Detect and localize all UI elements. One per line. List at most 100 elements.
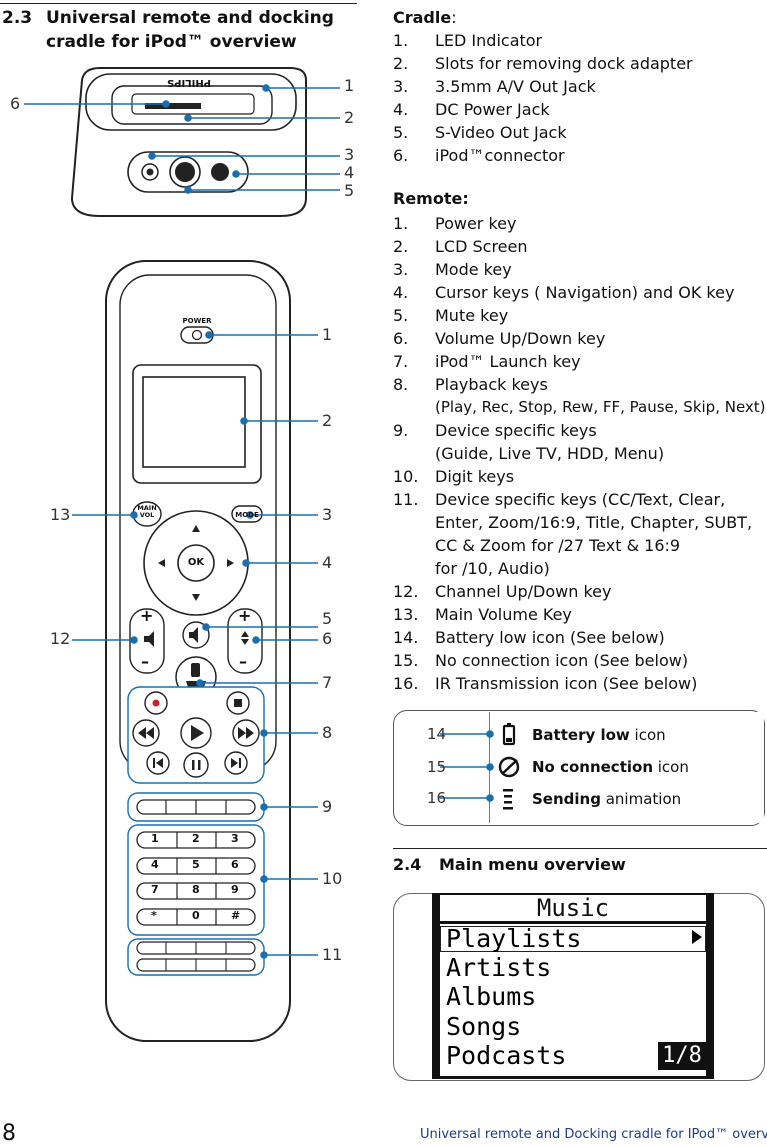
list-text: Playback keys [435, 375, 548, 394]
digit-key: 5 [192, 858, 200, 871]
main-menu-list: Playlists Artists Albums Songs Podcasts … [440, 924, 706, 1076]
main-vol-key-label: MAIN VOL [135, 505, 159, 519]
list-text: Channel Up/Down key [435, 582, 612, 601]
digit-keys: 1 2 3 4 5 6 7 8 9 * 0 # [137, 832, 255, 934]
sending-caption: Sending animation [532, 790, 681, 808]
remote-callout-8: 8 [322, 723, 333, 742]
list-item: 6.Volume Up/Down key [393, 327, 763, 350]
list-num: 13. [393, 605, 419, 624]
icons-callout-15: 15 [427, 758, 447, 776]
list-item: 6. iPod™connector [393, 144, 763, 167]
list-num: 8. [393, 375, 409, 394]
list-item: Enter, Zoom/16:9, Title, Chapter, SUBT, [393, 511, 763, 534]
list-text: 3.5mm A/V Out Jack [435, 77, 596, 96]
remote-callout-7: 7 [322, 673, 333, 692]
list-num: 2. [393, 237, 409, 256]
list-text: Power key [435, 214, 517, 233]
menu-arrow-icon [692, 930, 702, 944]
cradle-heading: Cradle: [393, 8, 457, 27]
list-item: 14. Battery low icon (See below) [393, 626, 763, 649]
list-item: (Play, Rec, Stop, Rew, FF, Pause, Skip, … [393, 396, 766, 419]
list-item: 8. Playback keys [393, 373, 763, 396]
main-vol-label-1: MAIN [137, 504, 157, 512]
cradle-callout-3: 3 [344, 145, 355, 164]
list-text: Battery low icon (See below) [435, 628, 665, 647]
sending-icon [503, 789, 513, 810]
cradle-heading-text: Cradle [393, 8, 452, 27]
digit-key: 7 [151, 883, 159, 896]
list-num: 10. [393, 467, 419, 486]
remote-callout-13: 13 [50, 505, 71, 524]
list-num: 7. [393, 352, 409, 371]
list-num: 9. [393, 421, 409, 440]
list-item: (Guide, Live TV, HDD, Menu) [393, 442, 763, 465]
digit-key: 4 [151, 858, 159, 871]
list-num: 1. [393, 214, 409, 233]
list-item: 9. Device specific keys [393, 419, 763, 442]
menu-item-albums[interactable]: Albums [446, 982, 537, 1011]
list-item: for /10, Audio) [393, 557, 763, 580]
list-text: Digit keys [435, 467, 515, 486]
remote-callout-2: 2 [322, 411, 333, 430]
list-num: 4. [393, 283, 409, 302]
list-item: 1. Power key [393, 212, 763, 235]
list-num: 3. [393, 260, 409, 279]
status-icons-screen [489, 712, 764, 823]
list-item: 3.3.5mm A/V Out Jack [393, 75, 763, 98]
running-title: Universal remote and Docking cradle for … [420, 1127, 767, 1142]
list-item: 10. Digit keys [393, 465, 763, 488]
cradle-callout-2: 2 [344, 108, 355, 127]
battery-low-icon [502, 723, 516, 746]
list-text: Mute key [435, 306, 509, 325]
menu-item-podcasts[interactable]: Podcasts [446, 1041, 567, 1070]
list-num: 14. [393, 628, 419, 647]
list-num: 4. [393, 100, 409, 119]
list-text: Device specific keys [435, 421, 597, 440]
list-num: 6. [393, 146, 409, 165]
remote-heading: Remote: [393, 189, 469, 208]
list-text: S-Video Out Jack [435, 123, 567, 142]
menu-item-playlists[interactable]: Playlists [446, 924, 582, 953]
ch-plus-label: + [238, 606, 252, 625]
icons-callout-14: 14 [427, 725, 447, 743]
power-key-label: POWER [182, 317, 212, 325]
main-menu-title: Music [440, 895, 706, 921]
page-number: 8 [2, 1121, 16, 1146]
list-text: Mode key [435, 260, 512, 279]
list-num: 16. [393, 674, 419, 693]
no-connection-icon [498, 756, 520, 778]
digit-key: 6 [231, 858, 239, 871]
ch-minus-label: – [239, 652, 247, 671]
digit-row: 1 2 3 [137, 832, 255, 858]
caption-rest: icon [653, 758, 689, 776]
remote-callout-3: 3 [322, 505, 333, 524]
digit-key: 3 [231, 832, 239, 845]
cradle-list: 1.LED Indicator 2.Slots for removing doc… [393, 29, 763, 167]
digit-key: 9 [231, 883, 239, 896]
menu-item-artists[interactable]: Artists [446, 953, 552, 982]
section-rule [393, 848, 767, 849]
main-vol-label-2: VOL [139, 511, 155, 519]
list-item: 1.LED Indicator [393, 29, 763, 52]
cradle-callout-4: 4 [344, 163, 355, 182]
list-item: CC & Zoom for /27 Text & 16:9 [393, 534, 763, 557]
digit-key: # [231, 909, 241, 922]
digit-key: 0 [192, 909, 200, 922]
list-text: LED Indicator [435, 31, 543, 50]
list-item: 4.DC Power Jack [393, 98, 763, 121]
mode-key-label: MODE [235, 511, 259, 519]
list-item: 2.LCD Screen [393, 235, 763, 258]
list-text: iPod™connector [435, 146, 565, 165]
list-item: 4.Cursor keys ( Navigation) and OK key [393, 281, 763, 304]
menu-item-songs[interactable]: Songs [446, 1012, 522, 1041]
list-text: Slots for removing dock adapter [435, 54, 693, 73]
list-item: 7.iPod™ Launch key [393, 350, 763, 373]
list-text: (Play, Rec, Stop, Rew, FF, Pause, Skip, … [435, 398, 766, 416]
remote-callout-6: 6 [322, 629, 333, 648]
main-menu-screen: Music Playlists Artists Albums Songs Pod… [432, 893, 714, 1079]
remote-callout-5: 5 [322, 609, 333, 628]
list-text: CC & Zoom for /27 Text & 16:9 [435, 536, 681, 555]
section-title-line2: cradle for iPod™ overview [46, 32, 297, 52]
digit-row: * 0 # [137, 909, 255, 934]
main-menu-section-title: Main menu overview [439, 855, 626, 874]
